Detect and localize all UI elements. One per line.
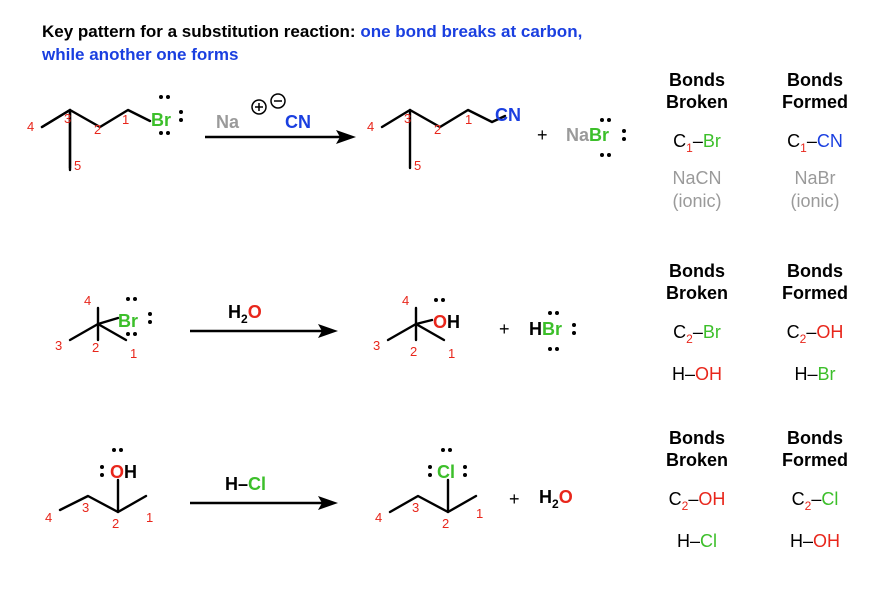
r3-plus: + xyxy=(509,489,520,509)
r1-product-num-5: 5 xyxy=(414,158,421,173)
r1-header-formed-2: Formed xyxy=(782,92,848,112)
r2-header-formed-2: Formed xyxy=(782,283,848,303)
title-line-2: while another one forms xyxy=(41,45,238,64)
reaction-2: 4 3 2 1 Br H2O 4 3 2 1 OH + HBr Bonds Br… xyxy=(55,261,848,384)
r1-header-broken-2: Broken xyxy=(666,92,728,112)
r1-bond-broken: C1–Br xyxy=(673,131,721,155)
plus-charge-icon xyxy=(251,99,267,115)
r3-bond-formed: C2–Cl xyxy=(792,489,839,513)
r1-product-num-2: 2 xyxy=(434,122,441,137)
r1-reagent-cn: CN xyxy=(285,112,311,132)
r1-product-num-1: 1 xyxy=(465,112,472,127)
r3-side-product: H2O xyxy=(539,487,573,511)
r2-bond-formed-2: H–Br xyxy=(794,364,835,384)
r2-product-num-4: 4 xyxy=(402,293,409,308)
r1-reactant-num-1: 1 xyxy=(122,112,129,127)
r1-product-cn: CN xyxy=(495,105,521,125)
r1-plus: + xyxy=(537,125,548,145)
r3-reactant-num-1: 1 xyxy=(146,510,153,525)
r1-ionic-broken-name: NaCN xyxy=(672,168,721,188)
r3-product-num-1: 1 xyxy=(476,506,483,521)
r1-ionic-broken-note: (ionic) xyxy=(672,191,721,211)
r2-side-product: HBr xyxy=(529,319,562,339)
r2-header-broken-2: Broken xyxy=(666,283,728,303)
r2-header-formed-1: Bonds xyxy=(787,261,843,281)
r3-product-num-3: 3 xyxy=(412,500,419,515)
r1-side-product: NaBr xyxy=(566,125,609,145)
r2-reactant-num-2: 2 xyxy=(92,340,99,355)
r1-header-formed-1: Bonds xyxy=(787,70,843,90)
r3-product-num-4: 4 xyxy=(375,510,382,525)
reaction-3: 4 3 2 1 OH H–Cl 4 3 2 1 Cl + H2O Bonds B… xyxy=(45,428,848,551)
r2-bond-formed: C2–OH xyxy=(787,322,844,346)
r1-reactant-num-5: 5 xyxy=(74,158,81,173)
r2-product-num-3: 3 xyxy=(373,338,380,353)
r3-header-formed-2: Formed xyxy=(782,450,848,470)
minus-charge-icon xyxy=(270,93,286,109)
r1-leaving-br: Br xyxy=(151,110,171,130)
r2-reagent: H2O xyxy=(228,302,262,326)
r2-product-oh: OH xyxy=(433,312,460,332)
r3-product-num-2: 2 xyxy=(442,516,449,531)
title-part-1: Key pattern for a substitution reaction: xyxy=(42,22,360,41)
r1-reactant-num-2: 2 xyxy=(94,122,101,137)
r2-leaving-br: Br xyxy=(118,311,138,331)
r2-plus: + xyxy=(499,319,510,339)
r3-header-formed-1: Bonds xyxy=(787,428,843,448)
title-line-1: Key pattern for a substitution reaction:… xyxy=(42,22,582,41)
r2-product-num-1: 1 xyxy=(448,346,455,361)
r3-bond-formed-2: H–OH xyxy=(790,531,840,551)
r3-reactant-num-4: 4 xyxy=(45,510,52,525)
r1-reactant-chain xyxy=(40,108,152,129)
r1-product-num-3: 3 xyxy=(404,111,411,126)
r1-ionic-formed-name: NaBr xyxy=(794,168,835,188)
r1-reactant-num-3: 3 xyxy=(64,111,71,126)
r1-bond-formed: C1–CN xyxy=(787,131,843,155)
r3-bond-broken: C2–OH xyxy=(669,489,726,513)
r2-reactant-num-1: 1 xyxy=(130,346,137,361)
r2-reactant-num-3: 3 xyxy=(55,338,62,353)
r2-bond-broken: C2–Br xyxy=(673,322,721,346)
reaction-1: 4 3 2 1 5 Br Na CN 4 3 2 1 5 CN + NaBr xyxy=(27,70,848,211)
r3-header-broken-1: Bonds xyxy=(669,428,725,448)
r2-bond-broken-2: H–OH xyxy=(672,364,722,384)
r2-reactant-num-4: 4 xyxy=(84,293,91,308)
r2-product-num-2: 2 xyxy=(410,344,417,359)
r1-product-num-4: 4 xyxy=(367,119,374,134)
r3-header-broken-2: Broken xyxy=(666,450,728,470)
r1-product-chain xyxy=(380,108,507,129)
r3-arrowhead-icon xyxy=(318,496,338,510)
r3-reactant-num-2: 2 xyxy=(112,516,119,531)
r3-reactant-num-3: 3 xyxy=(82,500,89,515)
r1-header-broken-1: Bonds xyxy=(669,70,725,90)
r1-reactant-num-4: 4 xyxy=(27,119,34,134)
r3-reagent: H–Cl xyxy=(225,474,266,494)
r2-arrowhead-icon xyxy=(318,324,338,338)
r2-header-broken-1: Bonds xyxy=(669,261,725,281)
r3-reactant-oh: OH xyxy=(110,462,137,482)
r3-product-cl: Cl xyxy=(437,462,455,482)
r1-ionic-formed-note: (ionic) xyxy=(790,191,839,211)
title-part-2: one bond breaks at carbon, xyxy=(360,22,582,41)
r1-arrowhead-icon xyxy=(336,130,356,144)
r3-bond-broken-2: H–Cl xyxy=(677,531,717,551)
r1-reagent-na: Na xyxy=(216,112,240,132)
